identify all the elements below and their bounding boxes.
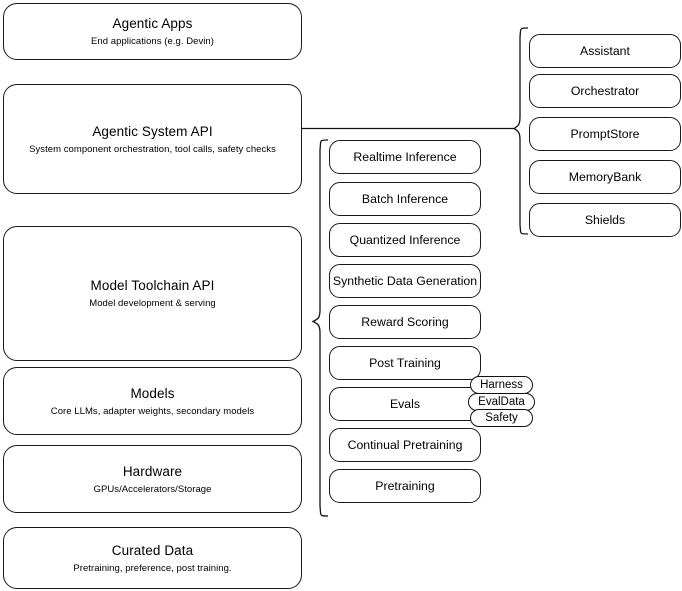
pill-label: EvalData (478, 396, 525, 408)
layer-card-agentic-apps[interactable]: Agentic Apps End applications (e.g. Devi… (3, 3, 302, 60)
connector-system-api-to-components (302, 127, 515, 130)
component-label: MemoryBank (568, 169, 642, 184)
toolchain-component-post-training[interactable]: Post Training (329, 346, 481, 380)
toolchain-component-reward-scoring[interactable]: Reward Scoring (329, 305, 481, 339)
component-label: Orchestrator (570, 83, 640, 98)
layer-title: Agentic System API (92, 123, 213, 139)
component-label: Continual Pretraining (347, 437, 463, 452)
system-component-promptstore[interactable]: PromptStore (529, 117, 681, 151)
layer-subtitle: Core LLMs, adapter weights, secondary mo… (50, 405, 255, 417)
layer-subtitle: System component orchestration, tool cal… (29, 143, 276, 155)
toolchain-component-evals[interactable]: Evals (329, 387, 481, 421)
component-label: Evals (389, 396, 421, 411)
component-label: Shields (584, 212, 626, 227)
component-label: Post Training (369, 355, 441, 370)
component-label: Realtime Inference (353, 149, 457, 164)
brace-toolchain-components (311, 139, 329, 517)
toolchain-component-synthetic-data-generation[interactable]: Synthetic Data Generation (329, 264, 481, 298)
component-label: PromptStore (570, 126, 640, 141)
pill-label: Harness (480, 379, 523, 391)
layer-card-hardware[interactable]: Hardware GPUs/Accelerators/Storage (3, 445, 302, 513)
system-component-shields[interactable]: Shields (529, 203, 681, 237)
layer-title: Models (130, 385, 175, 401)
component-label: Reward Scoring (361, 314, 449, 329)
layer-card-agentic-system-api[interactable]: Agentic System API System component orch… (3, 84, 302, 194)
layer-subtitle: Model development & serving (89, 298, 216, 309)
component-label: Batch Inference (361, 191, 449, 206)
layer-card-models[interactable]: Models Core LLMs, adapter weights, secon… (3, 367, 302, 435)
system-component-assistant[interactable]: Assistant (529, 34, 681, 68)
toolchain-component-pretraining[interactable]: Pretraining (329, 469, 481, 503)
evals-subcomponent-harness[interactable]: Harness (470, 376, 533, 394)
toolchain-component-continual-pretraining[interactable]: Continual Pretraining (329, 428, 481, 462)
toolchain-component-quantized-inference[interactable]: Quantized Inference (329, 223, 481, 257)
system-component-orchestrator[interactable]: Orchestrator (529, 74, 681, 108)
component-label: Assistant (580, 43, 630, 58)
system-component-memorybank[interactable]: MemoryBank (529, 160, 681, 194)
layer-subtitle: End applications (e.g. Devin) (91, 36, 214, 47)
pill-label: Safety (485, 412, 518, 424)
layer-subtitle: Pretraining, preference, post training. (73, 562, 232, 574)
toolchain-component-batch-inference[interactable]: Batch Inference (329, 182, 481, 216)
evals-subcomponent-safety[interactable]: Safety (470, 409, 533, 427)
layer-card-model-toolchain-api[interactable]: Model Toolchain API Model development & … (3, 226, 302, 361)
layer-title: Model Toolchain API (90, 278, 215, 293)
component-label: Pretraining (375, 478, 435, 493)
layer-subtitle: GPUs/Accelerators/Storage (93, 483, 212, 495)
layer-title: Agentic Apps (112, 16, 193, 31)
layer-title: Curated Data (111, 542, 194, 558)
layer-title: Hardware (122, 463, 183, 479)
layer-card-curated-data[interactable]: Curated Data Pretraining, preference, po… (3, 527, 302, 589)
toolchain-component-realtime-inference[interactable]: Realtime Inference (329, 140, 481, 174)
component-label: Quantized Inference (349, 232, 461, 247)
component-label: Synthetic Data Generation (332, 273, 478, 288)
